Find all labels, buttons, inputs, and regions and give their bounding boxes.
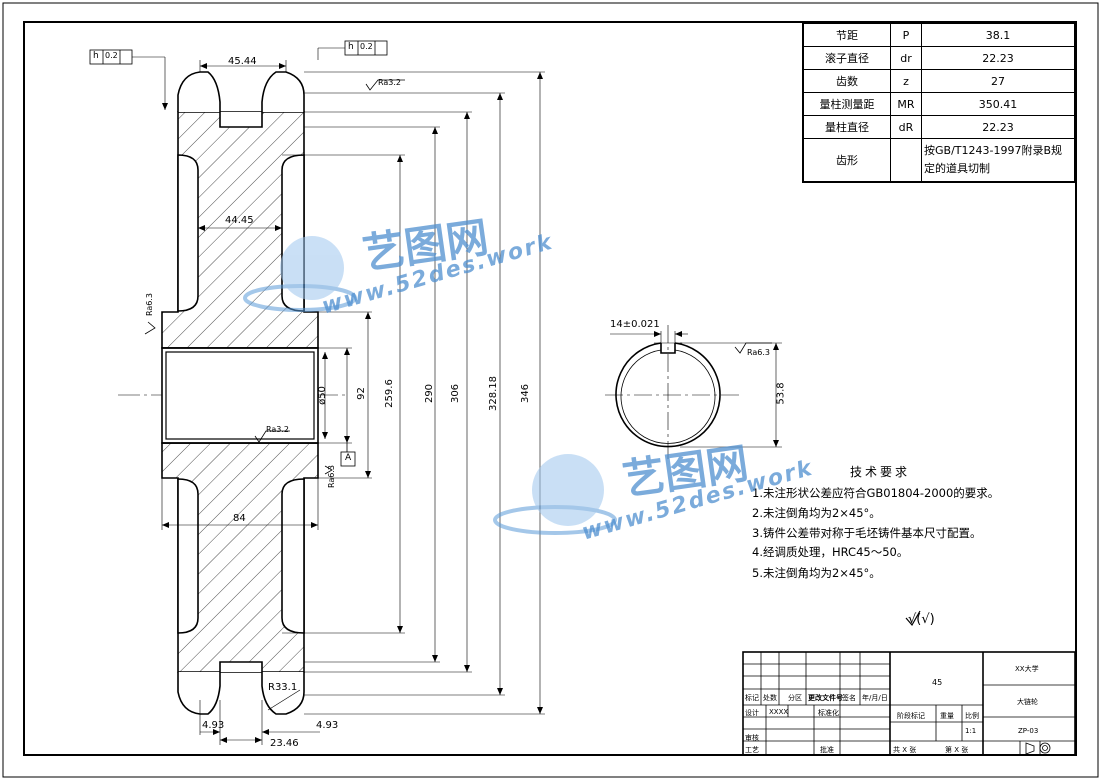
param-name: 滚子直径 bbox=[802, 46, 891, 70]
param-row: 齿形按GB/T1243-1997附录B规定的道具切制 bbox=[802, 138, 1076, 183]
tb-sign: 签名 bbox=[842, 694, 856, 702]
tolerance-frame-right bbox=[344, 40, 388, 56]
tb-count: 处数 bbox=[763, 694, 777, 702]
dim-84: 84 bbox=[233, 513, 246, 524]
dim-4-93-left: 4.93 bbox=[202, 720, 225, 731]
note-item: 1.未注形状公差应符合GB01804-2000的要求。 bbox=[752, 486, 1000, 500]
dim-r33-1: R33.1 bbox=[268, 682, 298, 693]
dim-key-width: 14±0.021 bbox=[610, 319, 660, 330]
general-roughness-mark bbox=[905, 610, 921, 627]
tb-doc: 更改文件号 bbox=[808, 694, 843, 702]
tb-mark: 标记 bbox=[745, 694, 759, 702]
tb-ratio: 比例 bbox=[965, 712, 979, 720]
param-symbol: P bbox=[890, 22, 922, 47]
tb-drawing-no: ZP-03 bbox=[1018, 727, 1039, 735]
watermark-logo-icon bbox=[243, 236, 617, 535]
tolerance-right-value: 0.2 bbox=[360, 42, 373, 51]
param-symbol bbox=[890, 138, 922, 183]
notes-title: 技术要求 bbox=[850, 465, 911, 479]
tb-design: 设计 bbox=[745, 709, 759, 717]
tb-process: 工艺 bbox=[745, 746, 759, 754]
roughness-top: Ra3.2 bbox=[378, 78, 402, 87]
param-name: 齿数 bbox=[802, 69, 891, 93]
dim-306: 306 bbox=[450, 383, 462, 404]
note-item: 3.铸件公差带对称于毛坯铸件基本尺寸配置。 bbox=[752, 526, 982, 540]
roughness-bore: Ra3.2 bbox=[266, 425, 290, 434]
tb-material: 45 bbox=[932, 678, 943, 687]
dim-346: 346 bbox=[520, 383, 532, 404]
param-value: 22.23 bbox=[921, 46, 1076, 70]
datum-label: A bbox=[345, 453, 352, 463]
param-value: 27 bbox=[921, 69, 1076, 93]
dim-328-18: 328.18 bbox=[488, 376, 499, 411]
dim-bore-dia: ø50 bbox=[316, 386, 328, 405]
param-symbol: z bbox=[890, 69, 922, 93]
param-name: 量柱测量距 bbox=[802, 92, 891, 116]
tb-check: 审核 bbox=[745, 734, 759, 742]
tolerance-left-value: 0.2 bbox=[105, 51, 118, 60]
tb-date: 年/月/日 bbox=[862, 694, 888, 702]
tb-weight: 重量 bbox=[940, 712, 954, 720]
title-block-lines bbox=[742, 651, 1076, 756]
dim-92: 92 bbox=[355, 387, 367, 400]
note-item: 2.未注倒角均为2×45°。 bbox=[752, 506, 881, 520]
param-value: 350.41 bbox=[921, 92, 1076, 116]
param-symbol: dr bbox=[890, 46, 922, 70]
tolerance-frame-left bbox=[89, 49, 133, 65]
roughness-left: Ra6.3 bbox=[145, 292, 155, 317]
tb-sheets: 共 X 张 bbox=[893, 746, 917, 754]
roughness-symbols bbox=[144, 79, 772, 475]
param-value: 按GB/T1243-1997附录B规定的道具切制 bbox=[921, 138, 1076, 183]
note-item: 4.经调质处理，HRC45～50。 bbox=[752, 545, 909, 559]
roughness-key: Ra6.3 bbox=[747, 348, 771, 357]
tolerance-left-symbol: h bbox=[93, 51, 99, 61]
tb-sheet: 第 X 张 bbox=[945, 746, 969, 754]
tb-stage: 阶段标记 bbox=[897, 712, 925, 720]
tb-school: XX大学 bbox=[1015, 665, 1039, 673]
param-name: 齿形 bbox=[802, 138, 891, 183]
tolerance-right-symbol: h bbox=[348, 42, 354, 52]
tb-zone: 分区 bbox=[788, 694, 802, 702]
tb-part-name: 大链轮 bbox=[1017, 698, 1038, 706]
dim-23-46: 23.46 bbox=[270, 738, 299, 749]
dim-259-6: 259.6 bbox=[383, 379, 395, 408]
datum-box bbox=[340, 443, 356, 467]
inner-border bbox=[23, 21, 1077, 756]
bore-side-view bbox=[605, 325, 782, 460]
note-item: 5.未注倒角均为2×45°。 bbox=[752, 566, 881, 580]
dim-4-93-right: 4.93 bbox=[316, 720, 339, 731]
dim-45-44: 45.44 bbox=[228, 56, 257, 67]
dim-44-45: 44.45 bbox=[225, 215, 254, 226]
general-roughness-label: √(√) bbox=[908, 612, 935, 627]
dimension-lines bbox=[108, 47, 545, 745]
param-symbol: MR bbox=[890, 92, 922, 116]
param-value: 22.23 bbox=[921, 115, 1076, 139]
param-name: 节距 bbox=[802, 22, 891, 47]
param-symbol: dR bbox=[890, 115, 922, 139]
param-name: 量柱直径 bbox=[802, 115, 891, 139]
tb-scale: 1:1 bbox=[965, 727, 977, 735]
tb-design-name: XXXX bbox=[769, 708, 789, 716]
dim-290: 290 bbox=[424, 383, 436, 404]
tb-standard: 标准化 bbox=[818, 709, 839, 717]
param-value: 38.1 bbox=[921, 22, 1076, 47]
sprocket-section bbox=[161, 71, 319, 715]
dim-key-depth: 53.8 bbox=[775, 382, 787, 405]
roughness-right: Ra6.3 bbox=[327, 464, 337, 489]
projection-symbol-icon bbox=[1025, 742, 1051, 755]
tb-approve: 批准 bbox=[820, 746, 834, 754]
